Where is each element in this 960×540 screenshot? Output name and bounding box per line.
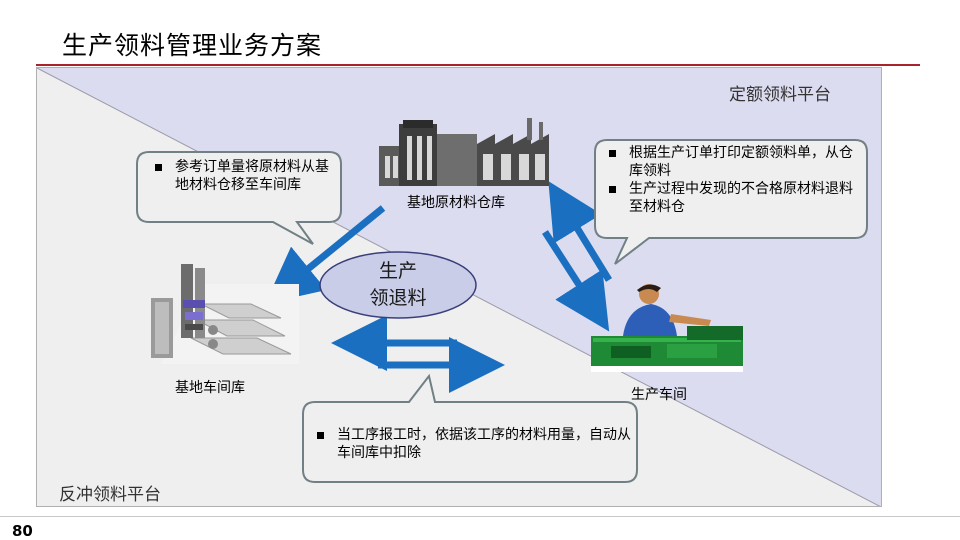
title-divider [36, 64, 920, 66]
callout-right: 根据生产订单打印定额领料单，从仓库领料 生产过程中发现的不合格原材料退料至材料仓 [607, 144, 857, 216]
callout-shapes [136, 139, 868, 483]
factory-icon [379, 118, 549, 186]
warehouse-label: 基地原材料仓库 [407, 195, 505, 211]
callout-left: 参考订单量将原材料从基地材料仓移至车间库 [153, 158, 333, 194]
page-title: 生产领料管理业务方案 [62, 31, 323, 60]
flow-arrows [265, 181, 612, 393]
callout-right-item: 根据生产订单打印定额领料单，从仓库领料 [607, 144, 857, 180]
center-label-line2: 领退料 [369, 287, 427, 309]
footer-divider [0, 516, 960, 517]
page-number: 80 [12, 522, 33, 540]
callout-bottom-item: 当工序报工时，依据该工序的材料用量，自动从车间库中扣除 [315, 426, 633, 462]
arrow-warehouse-to-workshop [542, 230, 610, 332]
backflush-platform-label: 反冲领料平台 [59, 485, 161, 505]
callout-right-item: 生产过程中发现的不合格原材料退料至材料仓 [607, 180, 857, 216]
diagram-canvas: 参考订单量将原材料从基地材料仓移至车间库 根据生产订单打印定额领料单，从仓库领料… [36, 67, 882, 507]
center-label-line1: 生产 [378, 260, 417, 282]
warehouse-shelves-icon [151, 264, 299, 364]
worker-at-machine-icon [591, 284, 743, 372]
arrow-warehouse-to-store [265, 205, 386, 304]
quota-platform-label: 定额领料平台 [729, 85, 831, 105]
arrow-workshop-to-warehouse [548, 181, 612, 282]
callout-bottom: 当工序报工时，依据该工序的材料用量，自动从车间库中扣除 [315, 426, 633, 462]
workshop-store-label: 基地车间库 [175, 380, 245, 396]
workshop-label: 生产车间 [631, 387, 687, 403]
center-label: 生产 领退料 [355, 258, 441, 312]
callout-left-item: 参考订单量将原材料从基地材料仓移至车间库 [153, 158, 333, 194]
